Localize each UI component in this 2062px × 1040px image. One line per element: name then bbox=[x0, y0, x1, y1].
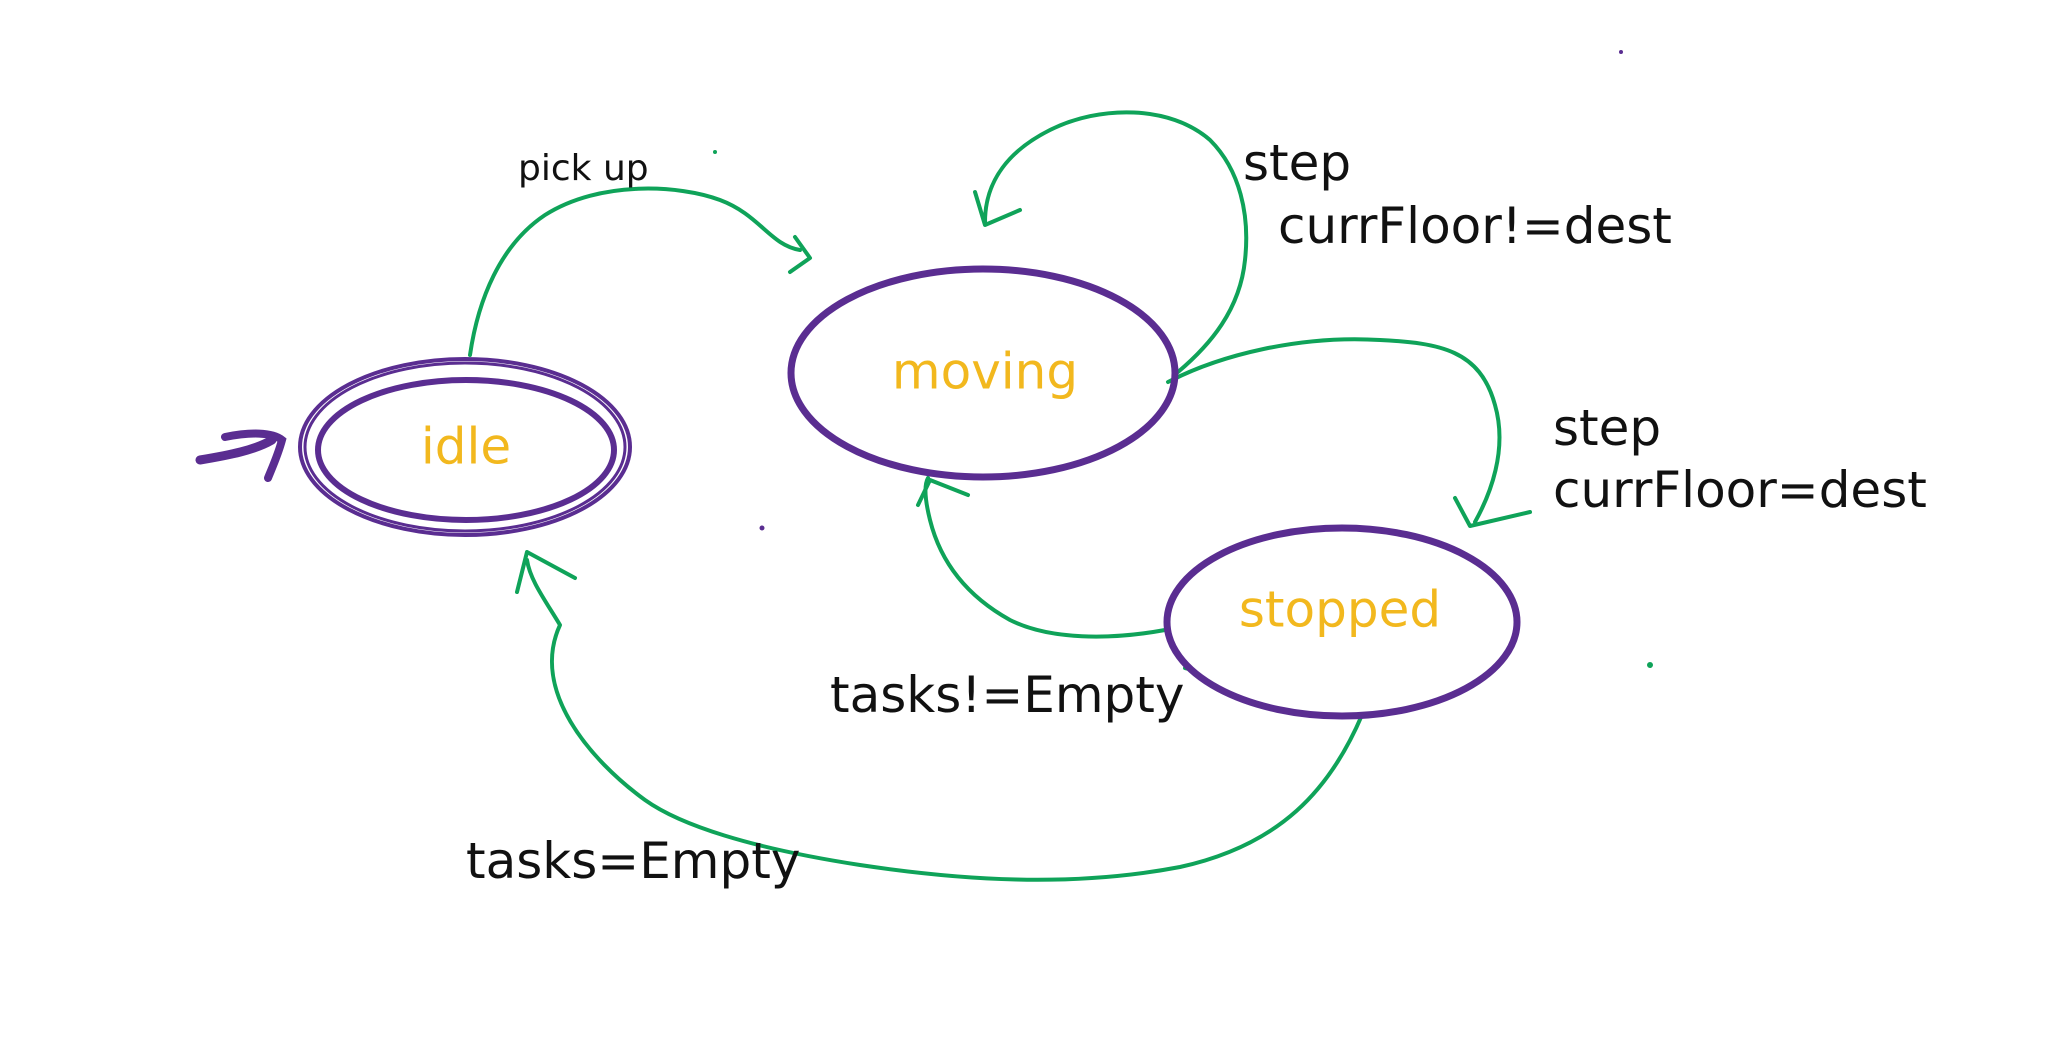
transition-moving-to-stopped bbox=[1166, 337, 1502, 524]
arrowhead-moving-self-loop bbox=[973, 190, 1022, 227]
initial-state-arrow bbox=[195, 435, 277, 465]
stray-dot-2 bbox=[759, 525, 765, 531]
transition-moving-self-loop bbox=[983, 110, 1249, 374]
stray-dot-1 bbox=[1619, 50, 1623, 54]
state-idle-outer-ring bbox=[298, 357, 632, 537]
stray-dot-3 bbox=[1647, 662, 1653, 668]
state-idle-label: idle bbox=[421, 418, 511, 476]
label-pick-up: pick up bbox=[518, 148, 649, 189]
label-moving-to-stopped-line1: step bbox=[1553, 399, 1661, 457]
state-idle-outer-ring-2 bbox=[303, 361, 627, 533]
label-stopped-to-idle: tasks=Empty bbox=[466, 832, 800, 890]
arrowhead-stopped-to-idle bbox=[515, 550, 577, 594]
arrowhead-stopped-to-moving bbox=[916, 478, 970, 507]
state-moving-label: moving bbox=[892, 343, 1078, 401]
state-stopped-label: stopped bbox=[1239, 581, 1441, 639]
arrowhead-moving-to-stopped bbox=[1453, 496, 1532, 528]
label-stopped-to-moving: tasks!=Empty bbox=[830, 666, 1184, 724]
label-moving-self-line2: currFloor!=dest bbox=[1278, 197, 1672, 255]
state-stopped bbox=[1163, 524, 1521, 720]
transition-stopped-to-idle bbox=[525, 558, 1364, 882]
transition-idle-to-moving bbox=[468, 186, 802, 357]
state-idle bbox=[315, 377, 617, 523]
stray-dot-4 bbox=[713, 150, 717, 154]
state-moving bbox=[787, 265, 1179, 481]
label-moving-to-stopped-line2: currFloor=dest bbox=[1553, 461, 1927, 519]
transition-stopped-to-moving bbox=[923, 476, 1167, 639]
label-moving-self-line1: step bbox=[1243, 134, 1351, 192]
initial-state-arrowhead bbox=[221, 429, 287, 482]
arrowhead-idle-to-moving bbox=[788, 235, 812, 274]
